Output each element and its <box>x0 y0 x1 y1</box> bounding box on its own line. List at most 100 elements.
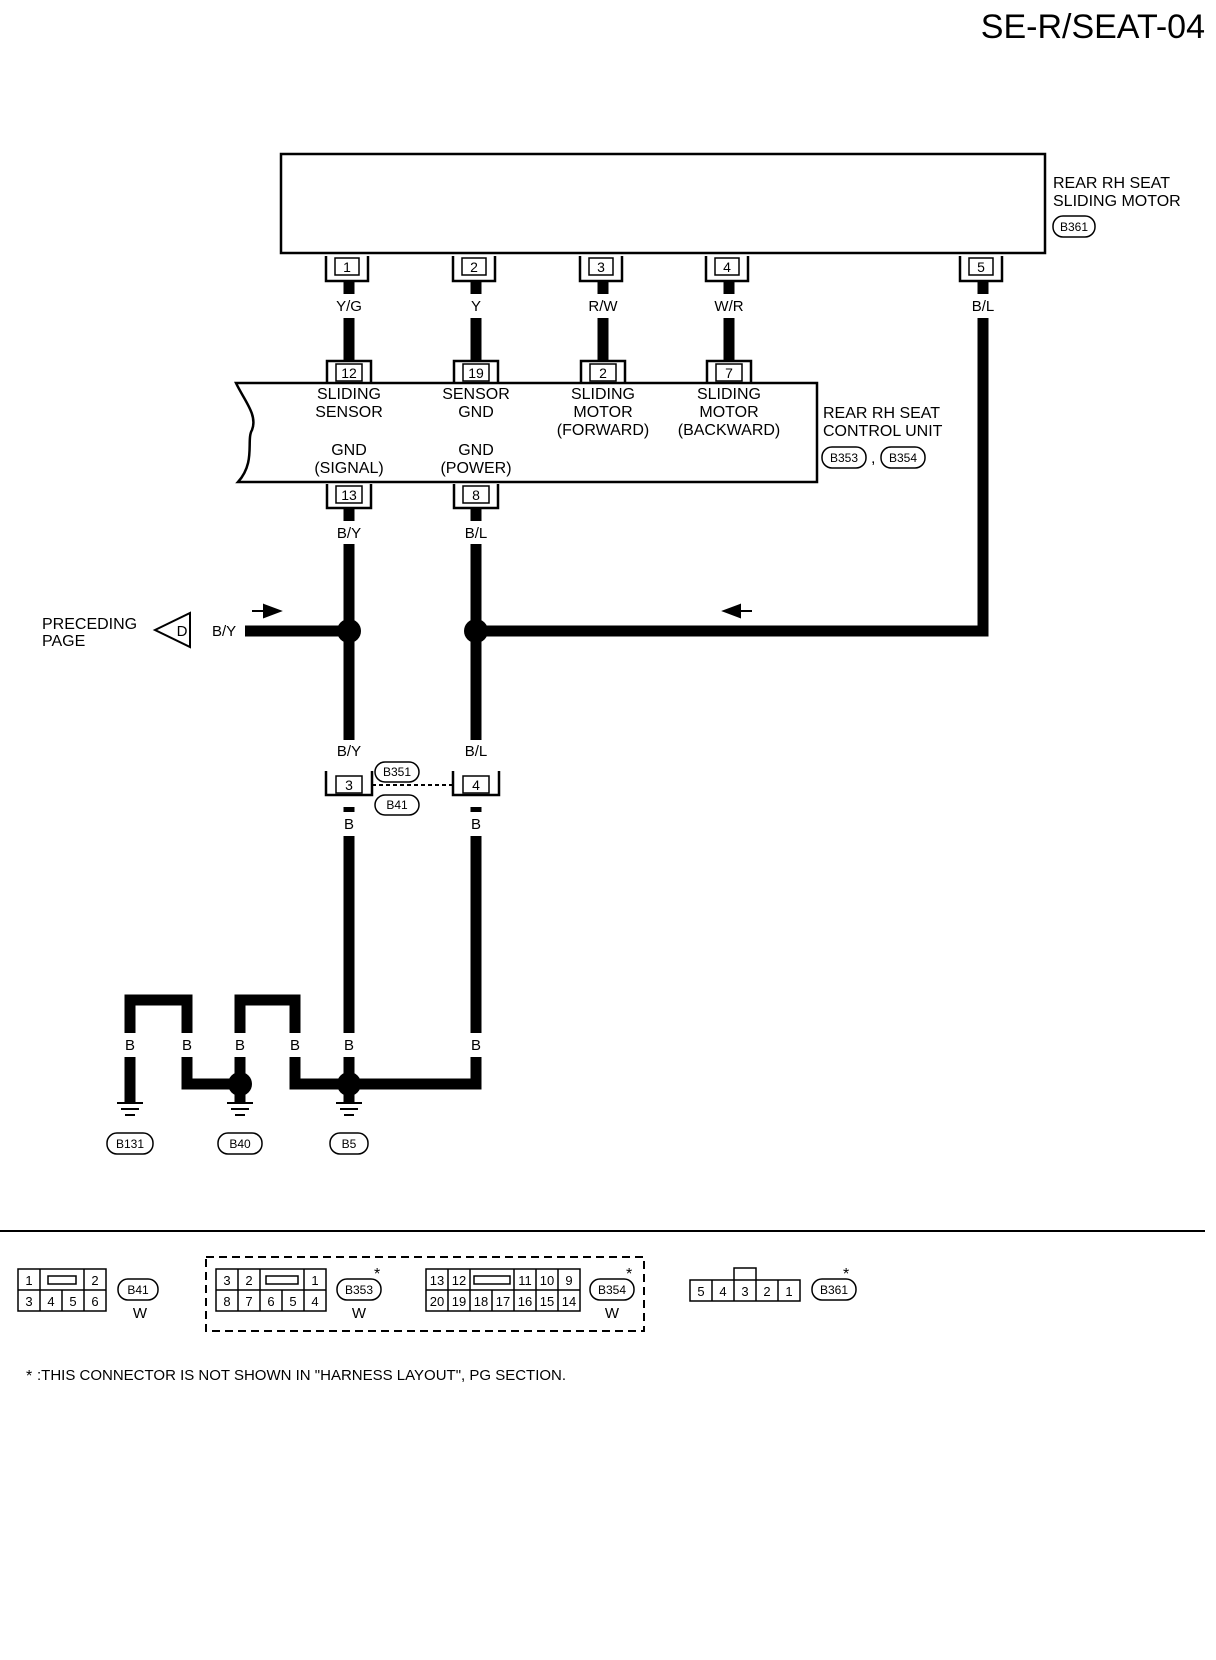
control-pin-2: 2 <box>579 359 627 382</box>
svg-text:1: 1 <box>343 259 351 275</box>
connector-pin: 1 <box>25 1273 32 1288</box>
connector-pin: 18 <box>474 1294 488 1309</box>
wire-color-label: R/W <box>588 298 618 315</box>
motor-pin-4: 4 <box>704 256 750 283</box>
ground-symbol-b5 <box>336 1102 362 1116</box>
function-label: SENSOR <box>442 386 510 403</box>
connector-id-b361: B361 <box>811 1278 857 1301</box>
connector-pin: 14 <box>562 1294 576 1309</box>
control-pin-8: 8 <box>452 484 500 510</box>
asterisk-mark: * <box>843 1266 849 1283</box>
wire-color-label: B <box>182 1037 192 1054</box>
svg-text:B40: B40 <box>229 1137 251 1151</box>
svg-text:,: , <box>871 450 875 467</box>
asterisk-mark: * <box>626 1266 632 1283</box>
asterisk-mark: * <box>374 1266 380 1283</box>
svg-text:2: 2 <box>599 365 607 381</box>
svg-text:3: 3 <box>345 777 353 793</box>
preceding-page-line2: PAGE <box>42 633 85 650</box>
connector-pin: 8 <box>223 1294 230 1309</box>
wire-color-label: B <box>471 1037 481 1054</box>
control-unit-name-line2: CONTROL UNIT <box>823 423 943 440</box>
connector-view-b353 <box>215 1268 327 1312</box>
connector-pin: 9 <box>565 1273 572 1288</box>
wire-color-label: B/L <box>972 298 995 315</box>
function-label: GND <box>458 442 494 459</box>
wire-color-label: Y/G <box>336 298 362 315</box>
control-unit-connector-group <box>205 1256 645 1332</box>
svg-text:B361: B361 <box>820 1283 848 1297</box>
motor-name-line1: REAR RH SEAT <box>1053 175 1170 192</box>
joint-connector: 3 4 <box>324 771 501 797</box>
connector-pin: 12 <box>452 1273 466 1288</box>
connector-pin: 2 <box>763 1284 770 1299</box>
connector-pin: 3 <box>223 1273 230 1288</box>
connector-pin: 15 <box>540 1294 554 1309</box>
ground-symbol-b40 <box>227 1102 253 1116</box>
svg-text:B41: B41 <box>386 798 408 812</box>
wire-color-label: B/L <box>465 743 488 760</box>
splice-point <box>228 1072 252 1096</box>
svg-text:B353: B353 <box>345 1283 373 1297</box>
current-flow-arrow <box>721 603 752 619</box>
svg-text:B131: B131 <box>116 1137 144 1151</box>
wire-color-label: Y <box>471 298 481 315</box>
svg-text:4: 4 <box>472 777 480 793</box>
svg-text:5: 5 <box>977 259 985 275</box>
connector-id-b354: B354 <box>589 1278 635 1301</box>
connector-pin: 10 <box>540 1273 554 1288</box>
wire-color-label: W/R <box>714 298 743 315</box>
connector-pin: 4 <box>311 1294 318 1309</box>
connector-view-b41 <box>17 1268 107 1312</box>
svg-text:B353: B353 <box>830 451 858 465</box>
connector-pin: 6 <box>91 1294 98 1309</box>
connector-pin: 3 <box>741 1284 748 1299</box>
wire-color-label: B <box>125 1037 135 1054</box>
svg-text:12: 12 <box>341 365 357 381</box>
connector-view-b354 <box>425 1268 581 1312</box>
control-pin-12: 12 <box>325 359 373 382</box>
svg-text:7: 7 <box>725 365 733 381</box>
connector-pin: 16 <box>518 1294 532 1309</box>
connector-view-b361 <box>689 1267 801 1302</box>
wire-color-label: B <box>471 816 481 833</box>
connector-pin: 13 <box>430 1273 444 1288</box>
control-unit-top-pins: 12 19 2 7 <box>325 359 753 382</box>
motor-name-line2: SLIDING MOTOR <box>1053 193 1181 210</box>
connector-pin: 5 <box>697 1284 704 1299</box>
svg-text:8: 8 <box>472 487 480 503</box>
connector-pin: 4 <box>47 1294 54 1309</box>
connector-pin: 3 <box>25 1294 32 1309</box>
control-pin-13: 13 <box>325 484 373 510</box>
motor-connector-id: B361 <box>1052 215 1096 238</box>
ground-id-b131: B131 <box>106 1132 154 1155</box>
function-label: (BACKWARD) <box>678 422 781 439</box>
svg-text:B41: B41 <box>127 1283 149 1297</box>
svg-text:3: 3 <box>597 259 605 275</box>
function-label: GND <box>331 442 367 459</box>
current-flow-arrow <box>252 603 283 619</box>
function-label: SLIDING <box>317 386 381 403</box>
connector-id-b41: B41 <box>117 1278 159 1301</box>
footnote-mark: * <box>26 1368 32 1385</box>
wire-color-label: B/L <box>465 525 488 542</box>
motor-pin-2: 2 <box>451 256 497 283</box>
control-unit-connector-ids: B353 , B354 <box>821 446 926 469</box>
svg-text:B361: B361 <box>1060 220 1088 234</box>
connector-pin: 4 <box>719 1284 726 1299</box>
motor-pin-3: 3 <box>578 256 624 283</box>
connector-pin: 1 <box>785 1284 792 1299</box>
svg-text:19: 19 <box>468 365 484 381</box>
connector-pin: 7 <box>245 1294 252 1309</box>
splice-point <box>464 619 488 643</box>
page-code: SE-R/SEAT-04 <box>981 8 1205 46</box>
function-label: SLIDING <box>697 386 761 403</box>
connector-pin: 2 <box>91 1273 98 1288</box>
control-pin-19: 19 <box>452 359 500 382</box>
svg-text:B354: B354 <box>889 451 917 465</box>
sliding-motor-box <box>279 152 1047 255</box>
preceding-page-marker: D <box>152 611 191 649</box>
connector-id-b353: B353 <box>336 1278 382 1301</box>
svg-text:4: 4 <box>723 259 731 275</box>
svg-text:2: 2 <box>470 259 478 275</box>
